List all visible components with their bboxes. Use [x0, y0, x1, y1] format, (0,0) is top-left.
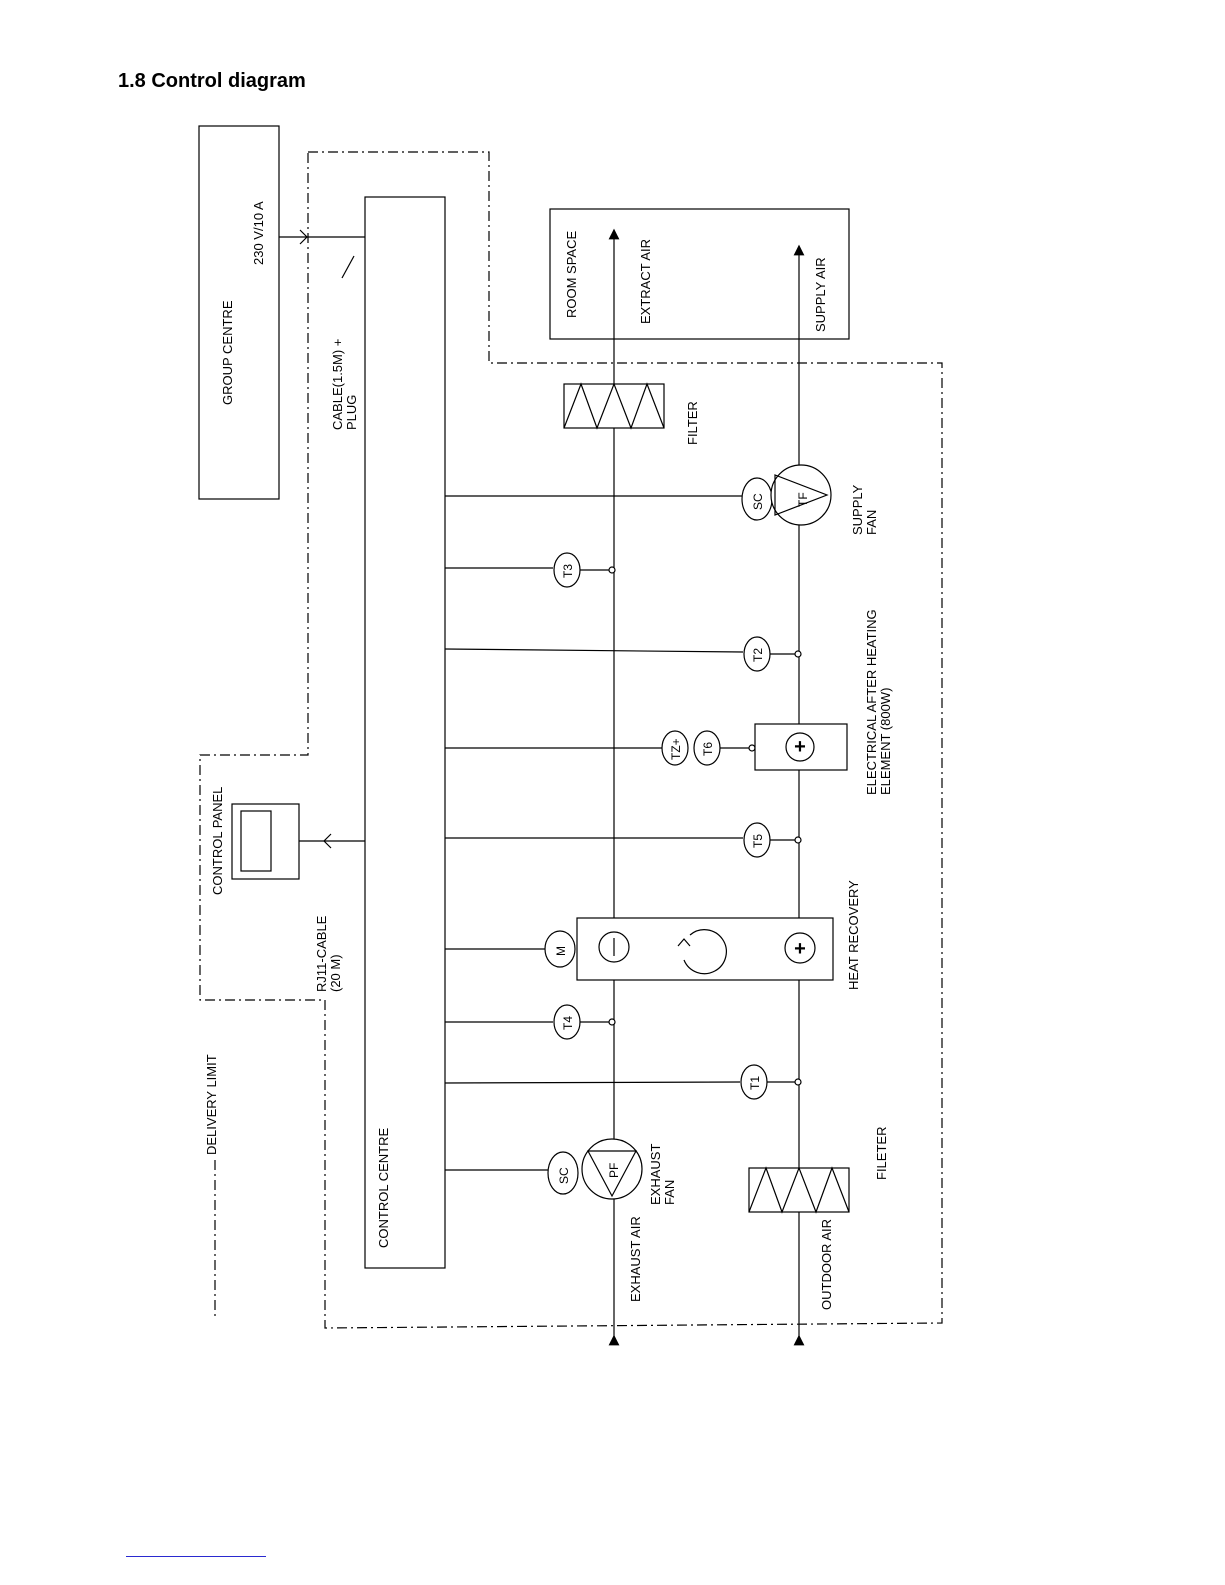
exhaust-fan-label-line2: FAN	[662, 1180, 677, 1205]
supply-fan-circle	[770, 464, 832, 526]
rj11-plug-symbol	[323, 833, 332, 849]
supply-fan-triangle	[774, 474, 829, 516]
heater-label-line1: ELECTRICAL AFTER HEATING	[864, 609, 879, 795]
outdoor-filter-pattern	[748, 1166, 850, 1214]
heater-probe-point	[748, 744, 756, 752]
supply-air-label: SUPPLY AIR	[813, 257, 828, 332]
delivery-limit-label: DELIVERY LIMIT	[204, 1054, 219, 1155]
exhaust-fan-triangle	[587, 1150, 637, 1198]
supply-fan-label-line1: SUPPLY	[850, 484, 865, 535]
heater-label-line2: ELEMENT (800W)	[878, 688, 893, 795]
outdoor-filter	[748, 1167, 850, 1213]
outdoor-filter-label: FILETER	[874, 1127, 889, 1180]
rj11-label-line1: RJ11-CABLE	[314, 915, 329, 992]
supply-fan-sc-label: SC	[751, 493, 765, 510]
exhaust-fan-speed-control	[547, 1151, 579, 1195]
t5-probe-point	[794, 836, 802, 844]
tz-overheat-sensor	[661, 730, 689, 766]
heat-recovery-label: HEAT RECOVERY	[846, 880, 861, 990]
tz-sensor-label: TZ+	[669, 738, 683, 760]
t2-signal-line	[444, 648, 744, 653]
control-panel-label: CONTROL PANEL	[210, 787, 225, 895]
extract-filter	[563, 383, 665, 429]
exhaust-fan-circle	[581, 1138, 643, 1200]
exhaust-fan-pf-label: PF	[607, 1163, 621, 1178]
control-panel-screen	[240, 810, 272, 872]
footer-rule	[126, 1556, 266, 1557]
power-switch-symbol	[341, 255, 355, 279]
room-space-box	[549, 208, 850, 340]
t5-sensor-label: T5	[751, 834, 765, 848]
t2-sensor-label: T2	[751, 648, 765, 662]
cable-label-line1: CABLE(1.5M) +	[330, 339, 345, 430]
t1-probe-point	[794, 1078, 802, 1086]
supply-rating-label: 230 V/10 A	[251, 201, 266, 265]
group-centre-label: GROUP CENTRE	[220, 300, 235, 405]
t3-sensor-label: T3	[561, 564, 575, 578]
exhaust-fan-label-line1: EXHAUST	[648, 1144, 663, 1205]
heat-recovery-plus-symbol	[784, 932, 816, 964]
heater-plus-symbol	[785, 732, 815, 762]
room-space-label: ROOM SPACE	[564, 231, 579, 318]
supply-fan-label-line2: FAN	[864, 510, 879, 535]
page-title: 1.8 Control diagram	[118, 70, 306, 92]
heat-recovery-motor	[544, 930, 576, 968]
exhaust-air-label: EXHAUST AIR	[628, 1216, 643, 1302]
delivery-limit-boundary	[199, 151, 943, 1329]
rotary-wheel-symbol	[683, 929, 727, 975]
t2-probe-point	[794, 650, 802, 658]
group-centre-box	[198, 125, 280, 500]
rj11-label-line2: (20 M)	[328, 954, 343, 992]
t1-signal-line	[444, 1081, 741, 1084]
control-centre-box	[364, 196, 446, 1269]
t6-sensor-label: T6	[701, 742, 715, 756]
t3-probe-point	[608, 566, 616, 574]
cable-label-line2: PLUG	[344, 395, 359, 430]
supply-fan-tf-label: TF	[796, 492, 810, 507]
extract-filter-pattern	[563, 382, 665, 430]
exhaust-fan-sc-label: SC	[557, 1167, 571, 1184]
t4-sensor-label: T4	[561, 1016, 575, 1030]
control-centre-label: CONTROL CENTRE	[376, 1128, 391, 1248]
t1-sensor-label: T1	[748, 1076, 762, 1090]
rotary-wheel-arrow	[677, 938, 691, 947]
heater-plus-label: +	[794, 736, 806, 758]
filter-label: FILTER	[685, 401, 700, 445]
t4-probe-point	[608, 1018, 616, 1026]
heat-recovery-motor-label: M	[554, 946, 568, 956]
extract-air-label: EXTRACT AIR	[638, 239, 653, 324]
power-plug-symbol	[299, 229, 308, 245]
heat-recovery-plus-label: +	[794, 938, 806, 960]
outdoor-air-label: OUTDOOR AIR	[819, 1219, 834, 1310]
